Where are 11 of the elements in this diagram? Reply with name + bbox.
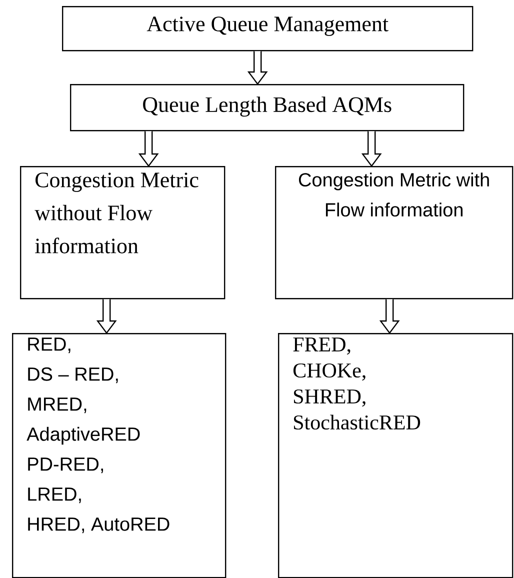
process-box: FRED, CHOKe, SHRED, StochasticRED	[278, 333, 514, 578]
process-box: Congestion Metric with Flow information	[275, 166, 514, 300]
process-box: Congestion Metric without Flow information	[20, 166, 226, 300]
process-box: Queue Length Based AQMs	[70, 84, 464, 132]
arrow	[247, 50, 268, 85]
arrow	[361, 130, 382, 167]
arrow	[379, 298, 400, 334]
arrow	[96, 298, 117, 334]
process-box: RED, DS – RED, MRED, AdaptiveRED PD-RED, LRED, HRED, AutoRED	[12, 333, 226, 578]
process-box: Active Queue Management	[62, 6, 474, 52]
arrow	[138, 130, 159, 167]
